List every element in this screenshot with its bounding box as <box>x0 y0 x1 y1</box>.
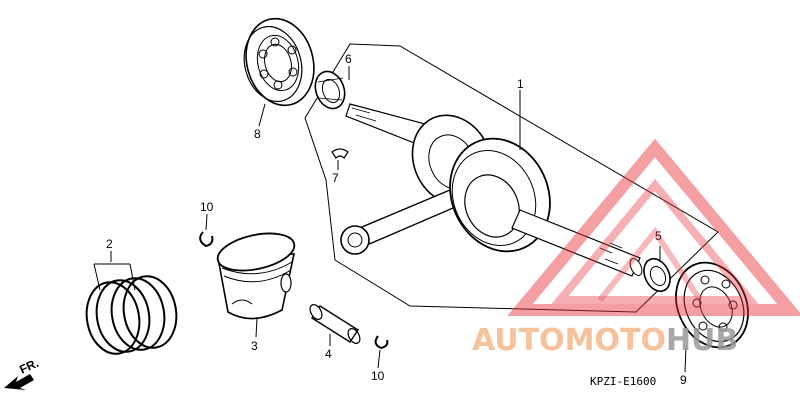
callout-8: 8 <box>254 127 261 141</box>
callout-2: 2 <box>106 237 113 251</box>
callout-1: 1 <box>517 77 524 91</box>
callout-3: 3 <box>251 339 258 353</box>
watermark-moto: MOTO <box>565 323 666 358</box>
clip-10-upper <box>199 231 214 248</box>
bearing-9 <box>675 261 749 349</box>
woodruff-key-7 <box>331 148 349 159</box>
callout-4: 4 <box>325 347 332 361</box>
crankshaft-1 <box>340 103 643 277</box>
callout-7: 7 <box>332 171 339 185</box>
clip-10-lower <box>374 335 389 350</box>
leader-lines <box>93 66 687 373</box>
piston-rings-2 <box>85 275 178 355</box>
front-direction-label: FR. <box>17 356 40 377</box>
callout-9: 9 <box>680 373 687 387</box>
watermark-text: AUTOMOTOHUB <box>472 323 738 358</box>
callout-10-lower: 10 <box>371 369 385 383</box>
bearing-8 <box>243 17 315 107</box>
piston-3 <box>216 232 296 320</box>
watermark-auto: AUTO <box>472 323 565 358</box>
piston-pin-4 <box>309 304 361 344</box>
front-arrow-icon <box>4 374 34 390</box>
oil-seal-5 <box>643 257 671 293</box>
assembly-boundary <box>304 43 719 313</box>
oil-seal-6 <box>314 70 346 110</box>
automotohub-watermark-logo <box>507 138 800 316</box>
watermark-hub: HUB <box>666 323 738 358</box>
callout-5: 5 <box>655 229 662 243</box>
callout-6: 6 <box>345 52 352 66</box>
drawing-code: KPZI-E1600 <box>590 375 656 388</box>
callout-10-upper: 10 <box>200 200 214 214</box>
